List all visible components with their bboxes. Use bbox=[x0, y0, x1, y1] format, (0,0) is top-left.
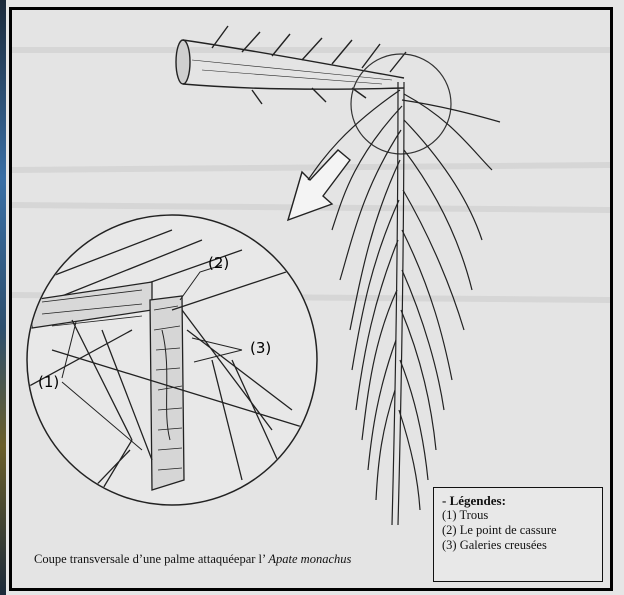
magnified-detail: (2) (3) (1) bbox=[22, 215, 322, 505]
legend-title: - Légendes: bbox=[442, 493, 594, 508]
magnify-source-circle bbox=[351, 54, 451, 154]
figure-frame: (2) (3) (1) Coupe transversale d’une pal… bbox=[9, 7, 613, 591]
legend-box: - Légendes: (1) Trous (2) Le point de ca… bbox=[433, 487, 603, 582]
left-edge-strip bbox=[0, 0, 6, 595]
legend-item-holes: (1) Trous bbox=[442, 508, 594, 523]
label-break: (2) bbox=[208, 254, 229, 272]
caption-text: Coupe transversale d’une palme attaquéep… bbox=[34, 552, 268, 566]
figure-caption: Coupe transversale d’une palme attaquéep… bbox=[34, 552, 351, 567]
legend-item-break: (2) Le point de cassure bbox=[442, 523, 594, 538]
label-holes: (1) bbox=[38, 373, 59, 391]
caption-species: Apate monachus bbox=[268, 552, 351, 566]
palm-frond bbox=[308, 82, 500, 525]
legend-item-galleries: (3) Galeries creusées bbox=[442, 538, 594, 553]
cut-rachis bbox=[176, 26, 406, 104]
label-galleries: (3) bbox=[250, 339, 271, 357]
